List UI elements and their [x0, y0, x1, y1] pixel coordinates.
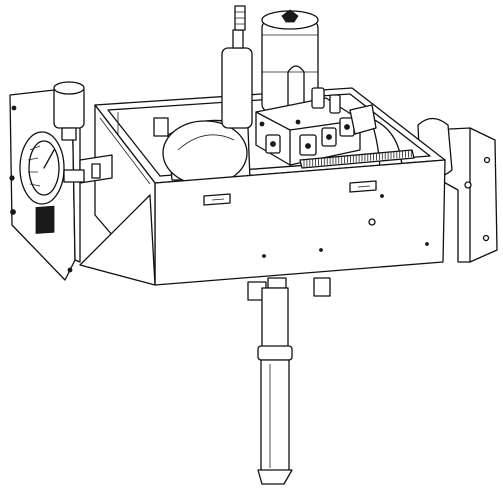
terminal-strip: [299, 149, 415, 169]
fitting: [313, 277, 331, 297]
cap-nut-icon: [281, 9, 299, 23]
probe-tube: [257, 287, 293, 485]
probe-tip: [257, 469, 293, 485]
cylindrical-canister: [153, 117, 251, 186]
screw-icon: [483, 156, 491, 164]
screw-icon: [464, 181, 472, 189]
side-door-panel: [9, 81, 113, 281]
round-gauge: [19, 131, 65, 205]
fitting: [153, 117, 169, 137]
valve-manifold: [255, 87, 377, 166]
screw-icon: [368, 218, 376, 226]
label-plate: [35, 205, 55, 234]
gauge-needle: [43, 149, 55, 169]
screw-icon: [482, 234, 490, 242]
gas-bottle: [221, 5, 253, 129]
regulator-cylinder: [261, 9, 319, 121]
probe-assembly: [247, 277, 331, 485]
gusset: [79, 194, 156, 286]
